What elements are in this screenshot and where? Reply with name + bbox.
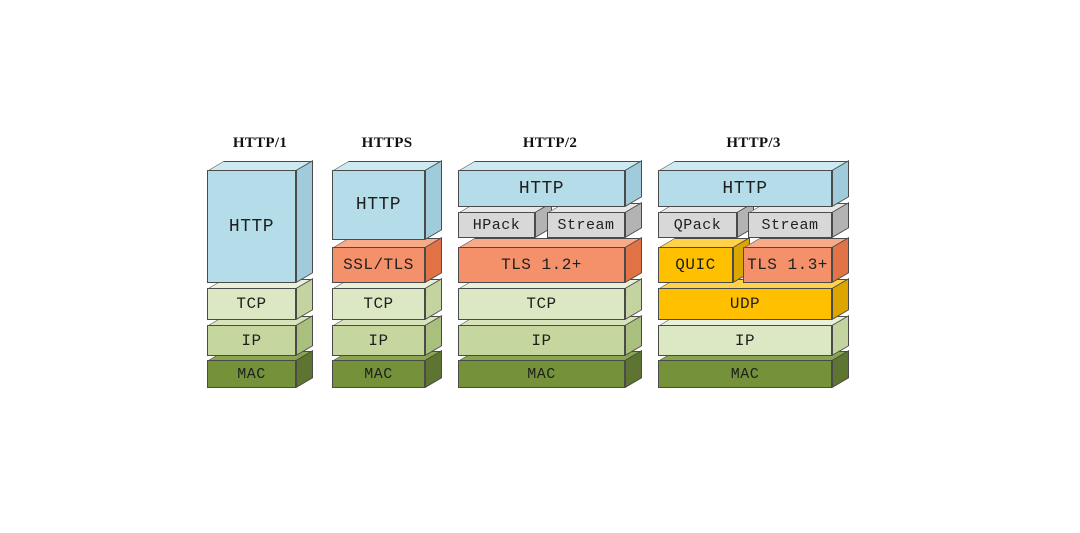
http2-hpack-box: HPack: [458, 212, 535, 238]
box-label: Stream: [761, 216, 819, 234]
http1-tcp-box: TCP: [207, 288, 296, 320]
box-label: IP: [531, 331, 552, 350]
box-label: SSL/TLS: [343, 256, 414, 274]
box-label: TLS 1.2+: [501, 256, 582, 274]
https-mac-box: MAC: [332, 360, 425, 388]
http3-mac-box: MAC: [658, 360, 832, 388]
box-label: HTTP: [355, 195, 402, 215]
column-title-http2: HTTP/2: [522, 135, 578, 151]
box-label: TLS 1.3+: [747, 256, 828, 274]
http3-tls-box: TLS 1.3+: [743, 247, 832, 283]
box-label: IP: [368, 331, 389, 350]
box-label: TCP: [526, 295, 557, 313]
http2-stream-box: Stream: [547, 212, 625, 238]
http2-tcp-box: TCP: [458, 288, 625, 320]
box-label: QUIC: [675, 256, 716, 274]
box-label: UDP: [729, 295, 761, 313]
box-label: MAC: [237, 365, 266, 383]
http2-ip-box: IP: [458, 325, 625, 356]
column-title-http1: HTTP/1: [232, 135, 288, 151]
box-label: HTTP: [518, 178, 565, 199]
http1-http-box: HTTP: [207, 170, 296, 283]
http2-mac-box: MAC: [458, 360, 625, 388]
box-label: MAC: [527, 365, 556, 383]
https-tcp-box: TCP: [332, 288, 425, 320]
http2-http-box: HTTP: [458, 170, 625, 207]
http2-tls-box: TLS 1.2+: [458, 247, 625, 283]
box-label: TCP: [363, 295, 394, 313]
http1-mac-box: MAC: [207, 360, 296, 388]
box-label: TCP: [236, 295, 267, 313]
https-ssltls-box: SSL/TLS: [332, 247, 425, 283]
http3-quic-box: QUIC: [658, 247, 733, 283]
box-label: Stream: [557, 216, 615, 234]
column-title-https: HTTPS: [361, 135, 413, 151]
box-label: QPack: [673, 216, 722, 234]
box-label: HTTP: [228, 216, 275, 237]
http3-http-box: HTTP: [658, 170, 832, 207]
https-http-box: HTTP: [332, 170, 425, 240]
box-label: MAC: [730, 365, 760, 383]
http3-qpack-box: QPack: [658, 212, 737, 238]
http3-ip-box: IP: [658, 325, 832, 356]
box-label: MAC: [364, 365, 393, 383]
box-label: HTTP: [722, 178, 768, 199]
box-label: IP: [734, 331, 756, 350]
http1-ip-box: IP: [207, 325, 296, 356]
https-ip-box: IP: [332, 325, 425, 356]
column-title-http3: HTTP/3: [726, 135, 781, 151]
box-label: IP: [241, 331, 262, 350]
box-label: HPack: [472, 216, 521, 234]
http3-udp-box: UDP: [658, 288, 832, 320]
http3-stream-box: Stream: [748, 212, 832, 238]
